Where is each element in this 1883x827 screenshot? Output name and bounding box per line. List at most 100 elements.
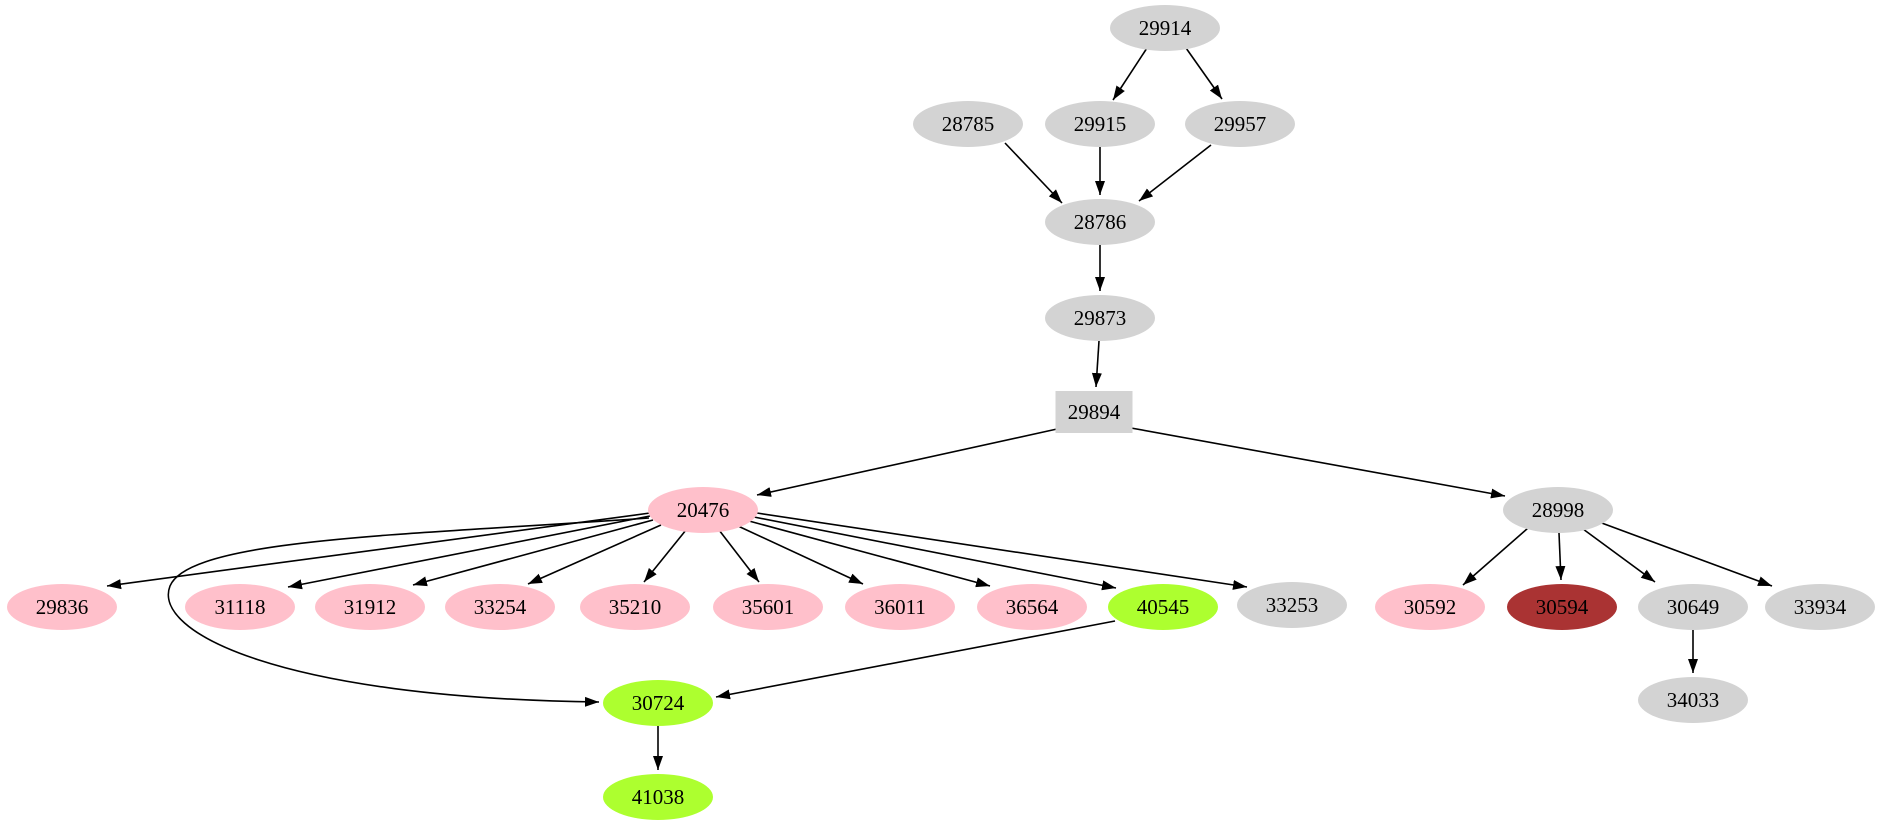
node-34033: 34033 — [1638, 677, 1748, 723]
node-28786: 28786 — [1045, 199, 1155, 245]
node-shape-29915 — [1045, 101, 1155, 147]
node-shape-30592 — [1375, 584, 1485, 630]
edge-20476-36564 — [748, 520, 991, 588]
edge-20476-31912 — [412, 519, 654, 587]
node-shape-28786 — [1045, 199, 1155, 245]
node-36011: 36011 — [845, 584, 955, 630]
node-41038: 41038 — [603, 774, 713, 820]
node-label-29873: 29873 — [1074, 306, 1127, 330]
node-shape-34033 — [1638, 677, 1748, 723]
node-label-31118: 31118 — [215, 595, 266, 619]
edge-28998-30594 — [1555, 532, 1566, 581]
node-31118: 31118 — [185, 584, 295, 630]
edge-28998-33934 — [1598, 521, 1773, 587]
node-label-29914: 29914 — [1139, 16, 1192, 40]
node-30649: 30649 — [1638, 584, 1748, 630]
node-shape-30649 — [1638, 584, 1748, 630]
node-shape-41038 — [603, 774, 713, 820]
node-label-33934: 33934 — [1794, 595, 1847, 619]
node-label-29957: 29957 — [1214, 112, 1267, 136]
node-shape-28785 — [913, 101, 1023, 147]
node-shape-35210 — [580, 584, 690, 630]
edge-20476-40545 — [753, 516, 1117, 591]
node-label-29836: 29836 — [36, 595, 89, 619]
edge-29914-29915 — [1112, 47, 1148, 101]
node-label-30724: 30724 — [632, 691, 685, 715]
node-shape-31118 — [185, 584, 295, 630]
node-33253: 33253 — [1237, 582, 1347, 628]
node-30594: 30594 — [1507, 584, 1617, 630]
node-label-40545: 40545 — [1137, 595, 1190, 619]
node-label-29915: 29915 — [1074, 112, 1127, 136]
edge-40545-30724 — [715, 620, 1116, 700]
node-label-33254: 33254 — [474, 595, 527, 619]
edge-20476-31118 — [287, 515, 651, 590]
node-shape-31912 — [315, 584, 425, 630]
node-label-35601: 35601 — [742, 595, 795, 619]
edges-layer — [106, 47, 1773, 770]
node-shape-29914 — [1110, 5, 1220, 51]
node-35601: 35601 — [713, 584, 823, 630]
node-shape-35601 — [713, 584, 823, 630]
node-label-28786: 28786 — [1074, 210, 1127, 234]
edge-28785-28786 — [1004, 142, 1063, 204]
node-28785: 28785 — [913, 101, 1023, 147]
edge-20476-35601 — [718, 529, 760, 583]
node-29836: 29836 — [7, 584, 117, 630]
edge-29914-29957 — [1185, 47, 1223, 100]
node-shape-33254 — [445, 584, 555, 630]
node-30592: 30592 — [1375, 584, 1485, 630]
node-label-28998: 28998 — [1532, 498, 1585, 522]
node-label-36011: 36011 — [874, 595, 926, 619]
edge-29873-29894 — [1091, 340, 1102, 388]
node-shape-33934 — [1765, 584, 1875, 630]
node-label-28785: 28785 — [942, 112, 995, 136]
node-40545: 40545 — [1108, 584, 1218, 630]
node-shape-29873 — [1045, 295, 1155, 341]
node-33934: 33934 — [1765, 584, 1875, 630]
node-shape-30724 — [603, 680, 713, 726]
node-33254: 33254 — [445, 584, 555, 630]
edge-20476-33254 — [527, 524, 662, 585]
node-20476: 20476 — [648, 487, 758, 533]
edge-28998-30592 — [1462, 527, 1529, 586]
node-shape-20476 — [648, 487, 758, 533]
node-label-34033: 34033 — [1667, 688, 1720, 712]
node-30724: 30724 — [603, 680, 713, 726]
node-label-29894: 29894 — [1068, 400, 1121, 424]
node-label-33253: 33253 — [1266, 593, 1319, 617]
edge-28998-30649 — [1582, 528, 1656, 583]
node-label-41038: 41038 — [632, 785, 685, 809]
node-shape-40545 — [1108, 584, 1218, 630]
node-29873: 29873 — [1045, 295, 1155, 341]
node-label-30649: 30649 — [1667, 595, 1720, 619]
node-shape-29957 — [1185, 101, 1295, 147]
edge-29894-28998 — [1130, 427, 1506, 499]
node-shape-29894 — [1055, 391, 1133, 433]
node-shape-36011 — [845, 584, 955, 630]
node-label-30592: 30592 — [1404, 595, 1457, 619]
node-29894: 29894 — [1055, 391, 1133, 433]
edge-20476-30724 — [167, 517, 650, 707]
node-29914: 29914 — [1110, 5, 1220, 51]
edge-29894-20476 — [756, 428, 1058, 497]
node-shape-36564 — [977, 584, 1087, 630]
node-shape-33253 — [1237, 582, 1347, 628]
node-label-20476: 20476 — [677, 498, 730, 522]
node-shape-28998 — [1503, 487, 1613, 533]
edge-20476-29836 — [106, 512, 651, 590]
node-label-30594: 30594 — [1536, 595, 1589, 619]
node-shape-30594 — [1507, 584, 1617, 630]
node-shape-29836 — [7, 584, 117, 630]
node-label-35210: 35210 — [609, 595, 662, 619]
edge-20476-33253 — [756, 512, 1248, 590]
node-label-36564: 36564 — [1006, 595, 1059, 619]
edge-29957-28786 — [1138, 144, 1212, 202]
node-31912: 31912 — [315, 584, 425, 630]
nodes-layer: 29914 28785 29915 29957 28786 29873 29894 20476… — [7, 5, 1875, 820]
node-29915: 29915 — [1045, 101, 1155, 147]
edge-20476-36011 — [737, 525, 864, 585]
edge-20476-35210 — [643, 529, 687, 583]
